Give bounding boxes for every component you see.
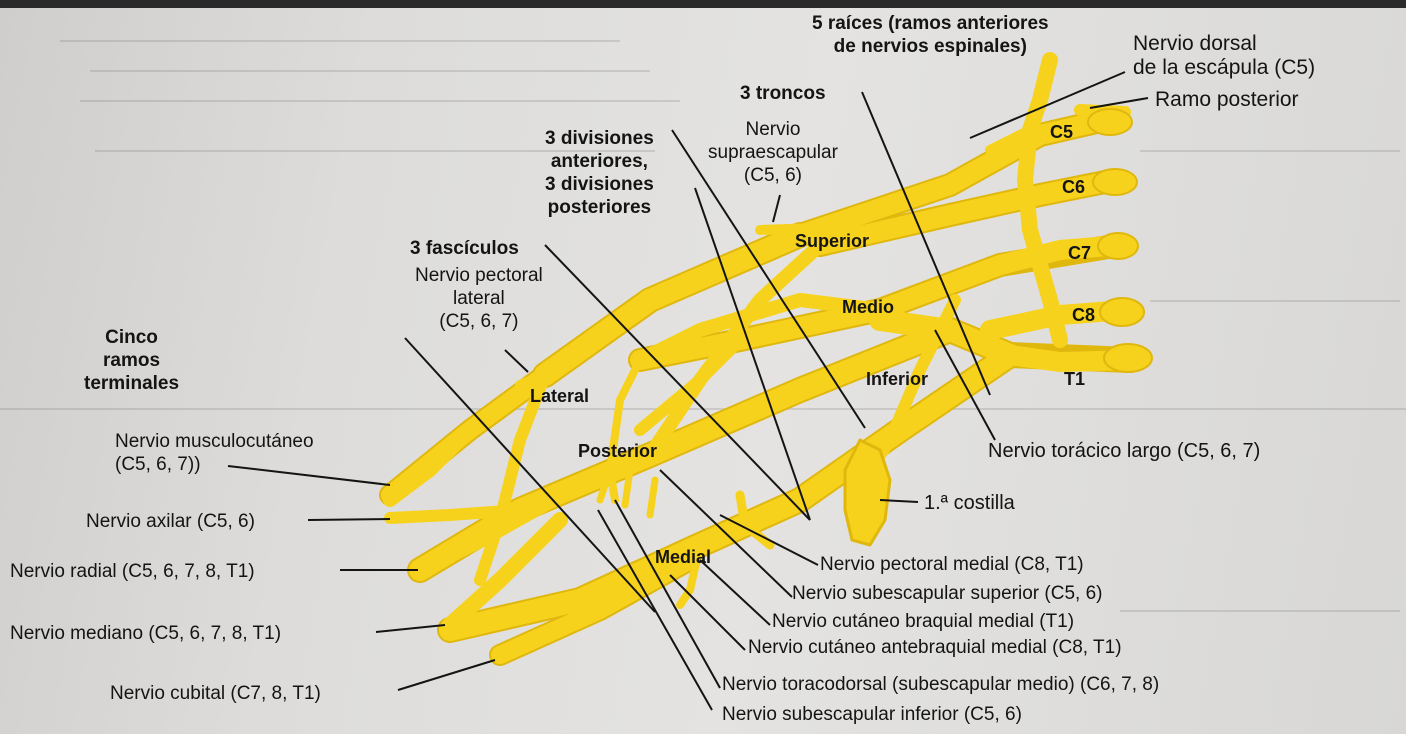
lateral-pectoral-line: Nervio pectoral xyxy=(415,264,543,287)
leader-lateral-pectoral xyxy=(505,350,528,372)
upper-subscapular-label: Nervio subescapular superior (C5, 6) xyxy=(792,582,1102,605)
lateral-pectoral-label: Nervio pectoral lateral (C5, 6, 7) xyxy=(415,264,543,333)
roots-header-line: 5 raíces (ramos anteriores xyxy=(812,12,1049,35)
root-bulb-c7 xyxy=(1098,233,1138,259)
trunk-middle-label: Medio xyxy=(842,296,894,319)
trunk-superior-label: Superior xyxy=(795,230,869,253)
lateral-pectoral-line: (C5, 6, 7) xyxy=(415,310,543,333)
root-c5-label: C5 xyxy=(1050,121,1073,144)
medial-pectoral-label: Nervio pectoral medial (C8, T1) xyxy=(820,553,1084,576)
radial-label: Nervio radial (C5, 6, 7, 8, T1) xyxy=(10,560,255,583)
trunk-inferior-label: Inferior xyxy=(866,368,928,391)
root-c7-label: C7 xyxy=(1068,242,1091,265)
leader-suprascapular xyxy=(773,195,780,222)
nerve-musculocutaneous xyxy=(390,430,470,500)
medial-antebrachial-cutaneous-label: Nervio cutáneo antebraquial medial (C8, … xyxy=(748,636,1122,659)
musculocutaneous-line: Nervio musculocutáneo xyxy=(115,430,314,453)
median-label: Nervio mediano (C5, 6, 7, 8, T1) xyxy=(10,622,281,645)
axillary-label: Nervio axilar (C5, 6) xyxy=(86,510,255,533)
trunks-header: 3 troncos xyxy=(740,82,826,105)
leader-medial-antebrachial-cutaneous xyxy=(670,575,745,650)
first-rib-label: 1.ª costilla xyxy=(924,492,1015,515)
root-bulb-c8 xyxy=(1100,298,1144,326)
nerve-small-branch xyxy=(650,480,655,515)
divisions-line: posteriores xyxy=(545,196,654,219)
terminal-line: terminales xyxy=(84,372,179,395)
divisions-line: 3 divisiones xyxy=(545,127,654,150)
divisions-line: anteriores, xyxy=(545,150,654,173)
root-bulb-c5 xyxy=(1088,109,1132,135)
suprascapular-label: Nervio supraescapular (C5, 6) xyxy=(708,118,838,187)
nerve-small-branch xyxy=(625,470,630,505)
musculocutaneous-label: Nervio musculocutáneo (C5, 6, 7)) xyxy=(115,430,314,476)
cord-posterior-label: Posterior xyxy=(578,440,657,463)
terminal-line: Cinco xyxy=(84,326,179,349)
cords-header: 3 fascículos xyxy=(410,237,519,260)
medial-brachial-cutaneous-label: Nervio cutáneo braquial medial (T1) xyxy=(772,610,1074,633)
divisions-line: 3 divisiones xyxy=(545,173,654,196)
first-rib-shape xyxy=(845,440,890,545)
root-c6-label: C6 xyxy=(1062,176,1085,199)
leader-ulnar xyxy=(398,660,495,690)
dorsal-scapular-label: Nervio dorsal de la escápula (C5) xyxy=(1133,32,1315,80)
divisions-header: 3 divisiones anteriores, 3 divisiones po… xyxy=(545,127,654,219)
leader-median xyxy=(376,625,445,632)
ulnar-label: Nervio cubital (C7, 8, T1) xyxy=(110,682,321,705)
suprascapular-line: supraescapular xyxy=(708,141,838,164)
root-bulb-c6 xyxy=(1093,169,1137,195)
dorsal-scapular-line: Nervio dorsal xyxy=(1133,32,1315,56)
suprascapular-line: (C5, 6) xyxy=(708,164,838,187)
terminal-line: ramos xyxy=(84,349,179,372)
roots-header: 5 raíces (ramos anteriores de nervios es… xyxy=(812,12,1049,58)
lateral-pectoral-line: lateral xyxy=(415,287,543,310)
cord-medial-label: Medial xyxy=(655,546,711,569)
dorsal-scapular-line: de la escápula (C5) xyxy=(1133,56,1315,80)
suprascapular-line: Nervio xyxy=(708,118,838,141)
long-thoracic-label: Nervio torácico largo (C5, 6, 7) xyxy=(988,440,1260,463)
terminal-branches-header: Cinco ramos terminales xyxy=(84,326,179,395)
lower-subscapular-label: Nervio subescapular inferior (C5, 6) xyxy=(722,703,1022,726)
thoracodorsal-label: Nervio toracodorsal (subescapular medio)… xyxy=(722,673,1159,696)
posterior-ramus-label: Ramo posterior xyxy=(1155,88,1299,111)
musculocutaneous-line: (C5, 6, 7)) xyxy=(115,453,314,476)
root-c8-label: C8 xyxy=(1072,304,1095,327)
cord-lateral-label: Lateral xyxy=(530,385,589,408)
root-bulb-t1 xyxy=(1104,344,1152,372)
roots-header-line: de nervios espinales) xyxy=(812,35,1049,58)
root-t1-label: T1 xyxy=(1064,368,1085,391)
leader-axillary xyxy=(308,519,390,520)
